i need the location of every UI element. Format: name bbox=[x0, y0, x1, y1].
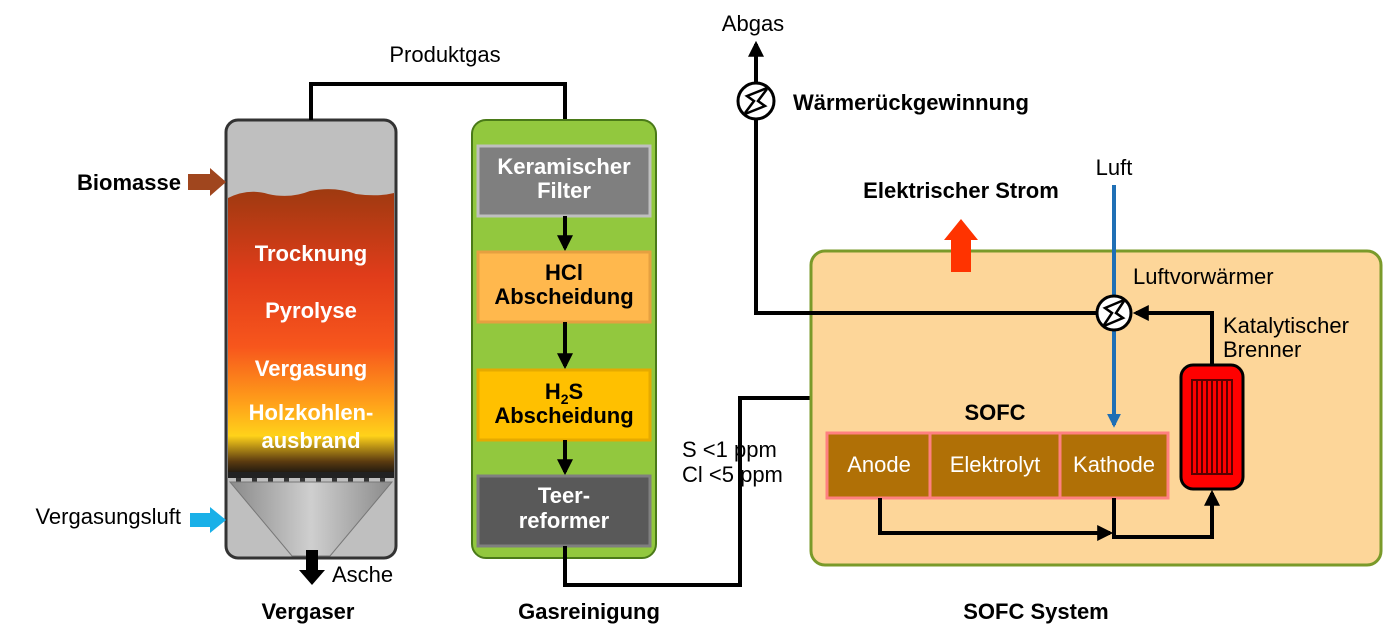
biomass-label: Biomasse bbox=[77, 170, 181, 195]
heat-recovery-icon bbox=[736, 81, 776, 121]
zone-pyrolysis: Pyrolyse bbox=[265, 298, 357, 323]
sofc-label: SOFC bbox=[964, 400, 1025, 425]
sofc-system: SOFC Anode Elektrolyt Kathode Katalytisc… bbox=[809, 155, 1383, 624]
gasifier-grate bbox=[228, 472, 394, 478]
air-preheater-label: Luftvorwärmer bbox=[1133, 264, 1274, 289]
zone-char-burnout-line2: ausbrand bbox=[261, 428, 360, 453]
h2s-h: H bbox=[545, 379, 561, 404]
hcl-line2: Abscheidung bbox=[494, 284, 633, 309]
sofc-system-title: SOFC System bbox=[963, 599, 1109, 624]
burner-coil bbox=[1191, 379, 1233, 475]
burner-label-line1: Katalytischer bbox=[1223, 313, 1349, 338]
tar-reformer-line2: reformer bbox=[519, 508, 610, 533]
h2s-line2: Abscheidung bbox=[494, 403, 633, 428]
biomass-arrow bbox=[188, 168, 226, 196]
chlorine-spec: Cl <5 ppm bbox=[682, 462, 783, 487]
product-gas-label: Produktgas bbox=[389, 42, 500, 67]
sofc-system-panel bbox=[809, 249, 1383, 567]
burner-label-line2: Brenner bbox=[1223, 337, 1301, 362]
ash-cone bbox=[228, 481, 394, 557]
cathode-outlet-line bbox=[1112, 489, 1220, 539]
ceramic-filter-line2: Filter bbox=[537, 178, 591, 203]
ash-arrow bbox=[299, 550, 325, 585]
burner-exhaust-line bbox=[1132, 305, 1214, 365]
air-label: Luft bbox=[1096, 155, 1133, 180]
h2s-line1: H2S bbox=[545, 379, 583, 407]
anode-label: Anode bbox=[847, 452, 911, 477]
electric-power-label: Elektrischer Strom bbox=[863, 178, 1059, 203]
gasifier: Trocknung Pyrolyse Vergasung Holzkohlen-… bbox=[35, 118, 398, 624]
tar-reformer-box bbox=[476, 474, 652, 548]
ceramic-filter-box bbox=[476, 144, 652, 218]
electrolyte-label: Elektrolyt bbox=[950, 452, 1040, 477]
ceramic-filter-line1: Keramischer bbox=[497, 154, 631, 179]
h2s-s: S bbox=[569, 379, 584, 404]
grate-teeth bbox=[236, 478, 385, 482]
exhaust-label: Abgas bbox=[722, 11, 784, 36]
air-preheater-icon bbox=[1095, 294, 1133, 332]
tar-reformer-line1: Teer- bbox=[538, 483, 590, 508]
sulfur-spec: S <1 ppm bbox=[682, 437, 777, 462]
h2s-separation-box bbox=[476, 368, 652, 442]
heat-recovery-label: Wärmerückgewinnung bbox=[793, 90, 1029, 115]
gas-cleaning-title: Gasreinigung bbox=[518, 599, 660, 624]
cathode-label: Kathode bbox=[1073, 452, 1155, 477]
ash-label: Asche bbox=[332, 562, 393, 587]
zone-char-burnout-line1: Holzkohlen- bbox=[249, 400, 374, 425]
exhaust-line bbox=[754, 120, 1097, 315]
zone-gasification: Vergasung bbox=[255, 356, 367, 381]
gasification-air-arrow bbox=[190, 507, 226, 533]
gasifier-fuel-bed bbox=[228, 189, 394, 477]
gasification-air-label: Vergasungsluft bbox=[35, 504, 181, 529]
h2s-sub: 2 bbox=[561, 391, 569, 407]
heat-recovery: Abgas Wärmerückgewinnung bbox=[722, 11, 1097, 315]
gasifier-title: Vergaser bbox=[262, 599, 355, 624]
hcl-line1: HCl bbox=[545, 260, 583, 285]
gas-cleaning: Keramischer Filter HCl Abscheidung H2S A… bbox=[471, 119, 660, 624]
product-gas-line bbox=[309, 82, 573, 144]
electric-power-arrow bbox=[944, 219, 978, 272]
anode-outlet-line bbox=[878, 498, 1114, 541]
electrolyte-cell bbox=[928, 431, 1062, 500]
zone-drying: Trocknung bbox=[255, 241, 367, 266]
